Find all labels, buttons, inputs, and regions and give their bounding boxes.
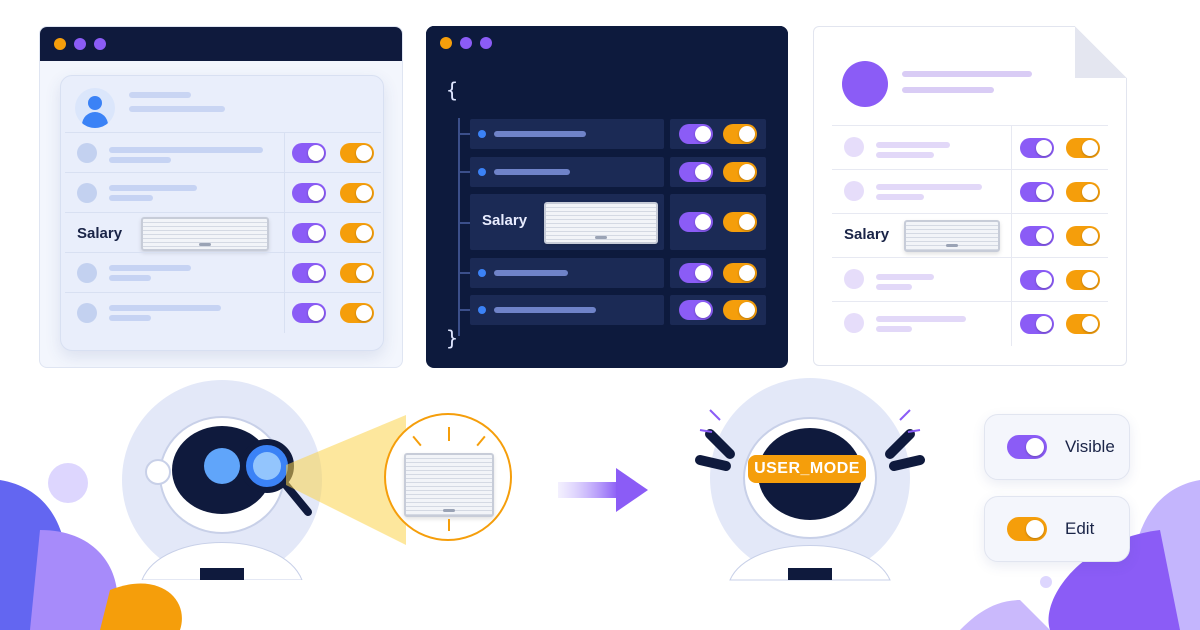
document-view: Salary: [813, 26, 1127, 366]
edit-toggle[interactable]: [1066, 138, 1100, 158]
inspection-beam: [286, 415, 406, 545]
visible-toggle[interactable]: [679, 124, 713, 144]
decorative-leaves-left: [0, 480, 182, 630]
table-row: [65, 172, 381, 213]
edit-toggle[interactable]: [340, 263, 374, 283]
edit-toggle[interactable]: [340, 143, 374, 163]
zoom-bubble: [384, 413, 512, 541]
salary-label: Salary: [77, 225, 123, 242]
doc-row: [832, 257, 1108, 302]
edit-toggle[interactable]: [340, 183, 374, 203]
protected-ui-window: Salary: [39, 26, 403, 368]
doc-row-salary: Salary: [832, 213, 1108, 258]
doc-row: [832, 301, 1108, 346]
edit-toggle[interactable]: [1066, 270, 1100, 290]
visible-toggle[interactable]: [292, 183, 326, 203]
visible-toggle[interactable]: [1020, 270, 1054, 290]
table-row: [65, 132, 381, 173]
doc-row: [832, 169, 1108, 214]
visible-toggle[interactable]: [679, 162, 713, 182]
window-dot-purple: [74, 38, 86, 50]
visible-toggle[interactable]: [679, 212, 713, 232]
salary-label: Salary: [482, 212, 528, 229]
window-dot-orange: [54, 38, 66, 50]
table-row: [65, 292, 381, 333]
visible-label: Visible: [1065, 437, 1115, 456]
edit-toggle[interactable]: [1066, 182, 1100, 202]
shutter-icon: [141, 217, 269, 251]
window-dot-purple: [94, 38, 106, 50]
visible-toggle[interactable]: [292, 303, 326, 323]
decorative-bubble: [48, 463, 88, 503]
placeholder-line: [902, 71, 1032, 77]
visible-toggle[interactable]: [292, 223, 326, 243]
tree-line: [458, 118, 460, 336]
shutter-icon: [904, 220, 1000, 252]
edit-toggle[interactable]: [1007, 517, 1047, 541]
edit-toggle[interactable]: [1066, 226, 1100, 246]
window-dot-purple: [480, 37, 492, 49]
avatar: [842, 61, 888, 107]
user-mode-visor: USER_MODE: [748, 455, 866, 483]
edit-toggle[interactable]: [340, 223, 374, 243]
visible-toggle[interactable]: [1007, 435, 1047, 459]
visible-option-card[interactable]: Visible: [984, 414, 1130, 480]
window-titlebar: [40, 27, 402, 61]
placeholder-line: [129, 92, 191, 98]
table-row: [65, 252, 381, 293]
visible-toggle[interactable]: [679, 263, 713, 283]
window-dot-orange: [440, 37, 452, 49]
edit-toggle[interactable]: [723, 300, 757, 320]
edit-toggle[interactable]: [723, 162, 757, 182]
visible-toggle[interactable]: [292, 263, 326, 283]
visible-toggle[interactable]: [1020, 226, 1054, 246]
shutter-icon: [404, 453, 494, 517]
json-view-window: { } Salary: [426, 26, 788, 368]
user-avatar-icon: [75, 88, 115, 128]
inspector-robot-icon: [122, 380, 322, 580]
close-brace: }: [446, 326, 459, 350]
edit-toggle[interactable]: [723, 263, 757, 283]
placeholder-line: [902, 87, 994, 93]
record-card: Salary: [60, 75, 384, 351]
edit-toggle[interactable]: [723, 212, 757, 232]
edit-toggle[interactable]: [340, 303, 374, 323]
visible-toggle[interactable]: [1020, 182, 1054, 202]
decorative-leaves-right: [960, 480, 1200, 630]
placeholder-line: [129, 106, 225, 112]
shutter-icon: [544, 202, 658, 244]
edit-label: Edit: [1065, 519, 1095, 538]
edit-option-card[interactable]: Edit: [984, 496, 1130, 562]
table-row-salary: Salary: [65, 212, 381, 253]
visible-toggle[interactable]: [1020, 314, 1054, 334]
salary-label: Salary: [844, 226, 890, 243]
edit-toggle[interactable]: [723, 124, 757, 144]
open-brace: {: [446, 78, 459, 102]
page-fold-icon: [1075, 26, 1127, 78]
window-titlebar: [426, 26, 788, 60]
arrow-right-icon: [558, 468, 648, 512]
doc-row: [832, 125, 1108, 170]
edit-toggle[interactable]: [1066, 314, 1100, 334]
visible-toggle[interactable]: [679, 300, 713, 320]
visible-toggle[interactable]: [1020, 138, 1054, 158]
window-dot-purple: [460, 37, 472, 49]
visible-toggle[interactable]: [292, 143, 326, 163]
decorative-bubble: [1040, 576, 1052, 588]
